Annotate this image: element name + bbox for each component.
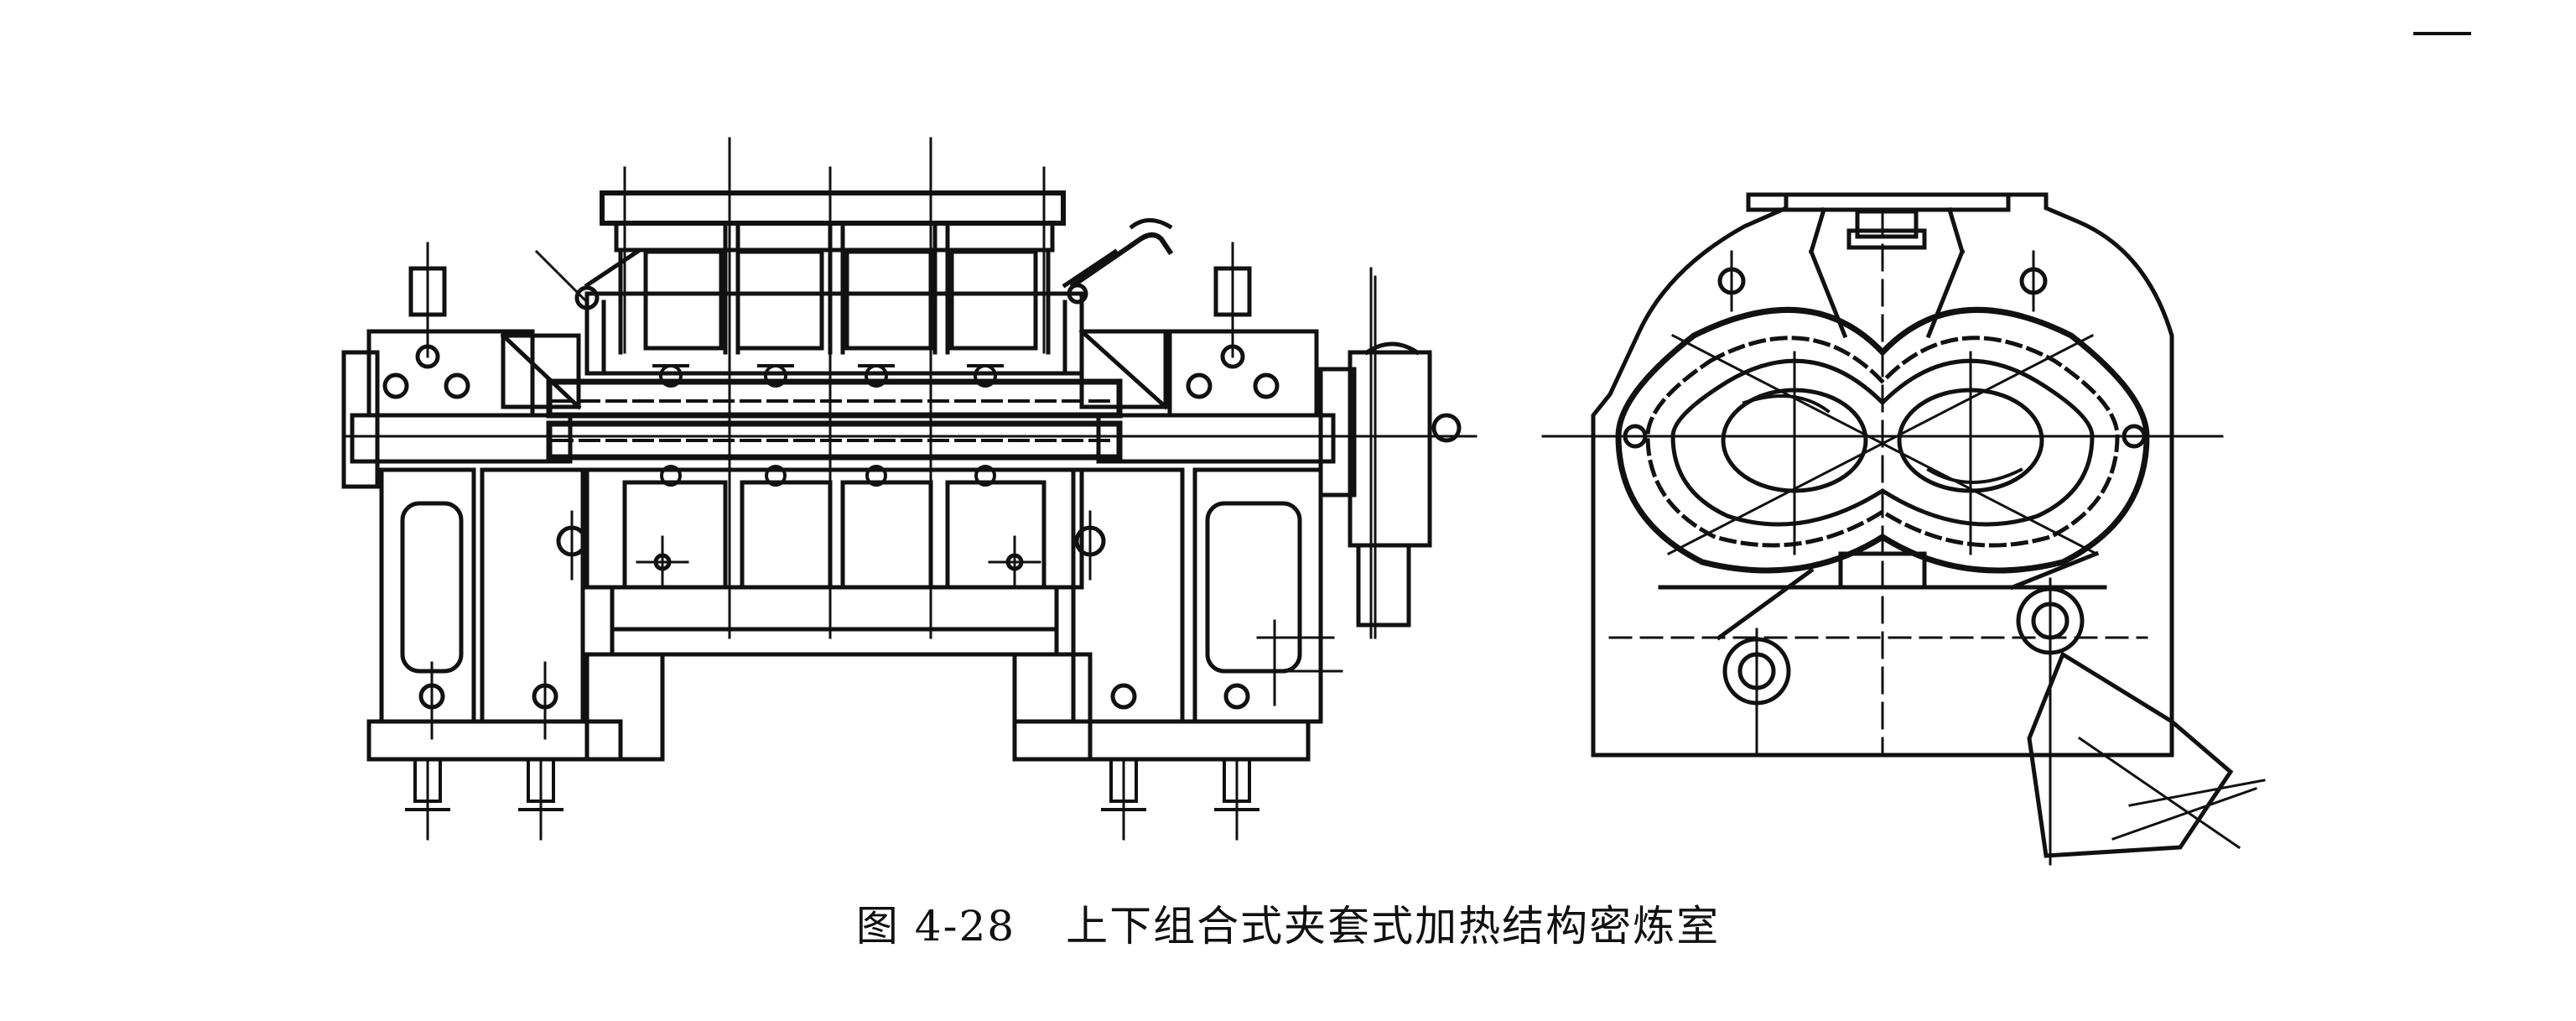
chamber-upper xyxy=(584,291,1084,376)
figure-title: 上下组合式夹套式加热结构密炼室 xyxy=(1066,902,1721,951)
chamber-bolts xyxy=(652,364,1004,487)
rotor-shaft xyxy=(342,378,1478,464)
figure-caption: 图 4-28 上下组合式夹套式加热结构密炼室 xyxy=(0,889,2576,956)
cross-section-view xyxy=(1541,192,2266,866)
left-bearing-housing xyxy=(341,242,665,762)
top-hopper xyxy=(574,190,1174,355)
chamber-lower xyxy=(584,467,1084,657)
foundation-bolts xyxy=(405,758,1259,841)
right-bearing-housing xyxy=(1012,242,1462,762)
longitudinal-section-view xyxy=(341,137,1478,841)
housing-frame xyxy=(1591,192,2174,758)
figure-number: 图 4-28 xyxy=(855,902,1016,951)
discharge-door xyxy=(1608,550,2266,866)
center-lines xyxy=(1541,333,2224,556)
